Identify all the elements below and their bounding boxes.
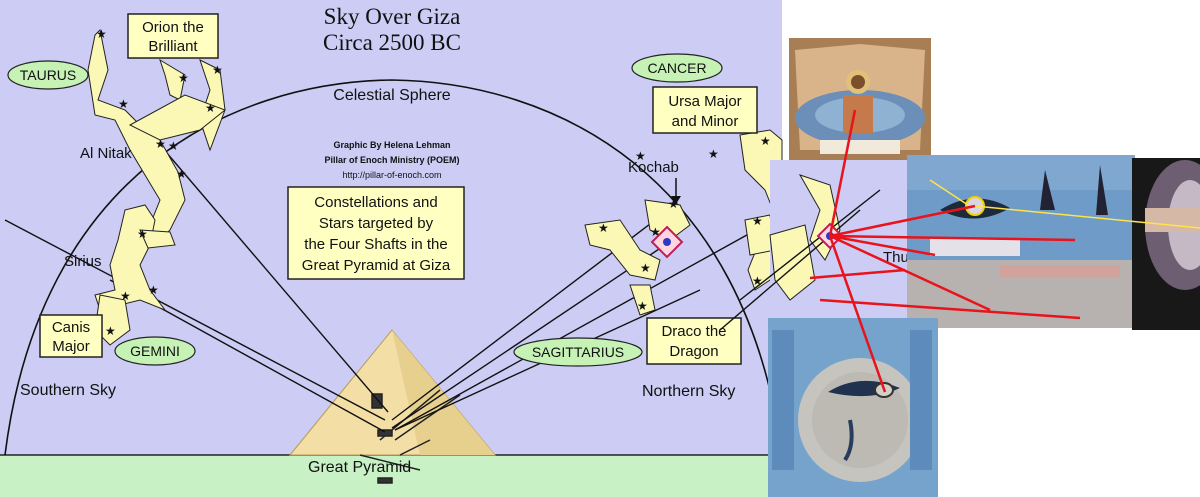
svg-text:★: ★	[105, 324, 116, 338]
canis-major-label-line-2: Major	[52, 338, 90, 355]
svg-text:★: ★	[760, 134, 771, 148]
bottom-eye-panel	[768, 318, 938, 497]
cancer-ellipse	[631, 53, 723, 83]
great-pyramid-label: Great Pyramid	[308, 459, 411, 476]
orion-label-box	[127, 13, 219, 59]
info-box	[287, 186, 465, 280]
right-edge-image	[1132, 158, 1200, 330]
gemini-ellipse	[114, 336, 196, 366]
sirius-label: Sirius	[64, 253, 102, 270]
svg-text:★: ★	[640, 261, 651, 275]
info-box-line-4: Great Pyramid at Giza	[302, 257, 451, 274]
thuban-partial-label: Thu	[883, 249, 909, 266]
svg-text:★: ★	[168, 139, 179, 153]
celestial-sphere-arc	[4, 79, 783, 456]
yellow-connector-lines	[929, 179, 1200, 229]
title-line-1: Sky Over Giza	[324, 4, 461, 29]
photo-collage: Thu	[719, 38, 1200, 497]
orion-label-line-2: Brilliant	[148, 38, 198, 55]
svg-text:★: ★	[752, 274, 763, 288]
info-box-line-1: Constellations and	[314, 194, 437, 211]
credit-line-3: http://pillar-of-enoch.com	[342, 170, 441, 180]
orion-label-line-1: Orion the	[142, 19, 204, 36]
ursa-label-box	[652, 86, 758, 134]
credit-line-2: Pillar of Enoch Ministry (POEM)	[324, 155, 459, 165]
title-line-2: Circa 2500 BC	[323, 30, 461, 55]
svg-text:★: ★	[212, 63, 223, 77]
canis-major-constellation	[94, 204, 176, 346]
pyramid-chambers	[359, 389, 461, 484]
celestial-sphere-label: Celestial Sphere	[333, 87, 451, 104]
stars: ★★★ ★★★ ★★★ ★★★ ★★★ ★★★ ★★★ ★★	[96, 27, 781, 338]
northern-sky-label: Northern Sky	[642, 383, 735, 400]
taurus-label: TAURUS	[20, 67, 77, 83]
sky-diagram: ★★★ ★★★ ★★★ ★★★ ★★★ ★★★ ★★★ ★★ Sky Over …	[0, 0, 811, 497]
kochab-marker-dot	[663, 238, 671, 246]
orion-constellation	[87, 28, 226, 246]
ursa-label-line-2: and Minor	[672, 113, 739, 130]
svg-text:★: ★	[598, 221, 609, 235]
al-nitak-label: Al Nitak	[80, 145, 132, 162]
kochab-label: Kochab	[628, 159, 679, 176]
svg-text:★: ★	[708, 147, 719, 161]
svg-text:★: ★	[137, 227, 148, 241]
svg-text:★: ★	[752, 214, 763, 228]
draco-label-line-2: Dragon	[669, 343, 718, 360]
svg-text:★: ★	[118, 97, 129, 111]
svg-text:★: ★	[120, 289, 131, 303]
svg-text:★: ★	[637, 299, 648, 313]
ursa-constellation	[584, 199, 691, 316]
svg-text:★: ★	[635, 149, 646, 163]
kochab-arrow-head	[671, 196, 681, 204]
christ-painting	[789, 38, 931, 160]
svg-text:★: ★	[205, 101, 216, 115]
taurus-ellipse	[7, 60, 89, 90]
svg-text:★: ★	[178, 71, 189, 85]
svg-text:★: ★	[650, 225, 661, 239]
canis-major-label-box	[39, 314, 103, 358]
canis-major-label-line-1: Canis	[52, 319, 90, 336]
svg-text:★: ★	[176, 167, 187, 181]
gemini-label: GEMINI	[130, 343, 180, 359]
southern-sky-label: Southern Sky	[20, 382, 116, 399]
cancer-label: CANCER	[647, 60, 706, 76]
eye-of-horus-fresco	[907, 155, 1135, 328]
draco-label-line-1: Draco the	[661, 323, 726, 340]
svg-text:★: ★	[148, 283, 159, 297]
svg-text:★: ★	[96, 27, 107, 41]
svg-text:★: ★	[155, 137, 166, 151]
red-connector-lines	[809, 109, 1081, 393]
sagittarius-ellipse	[513, 337, 643, 367]
credit-line-1: Graphic By Helena Lehman	[333, 140, 450, 150]
ursa-label-line-1: Ursa Major	[668, 93, 741, 110]
svg-text:★: ★	[668, 197, 679, 211]
info-box-line-2: Stars targeted by	[319, 215, 434, 232]
sagittarius-label: SAGITTARIUS	[532, 344, 624, 360]
info-box-line-3: the Four Shafts in the	[304, 236, 447, 253]
